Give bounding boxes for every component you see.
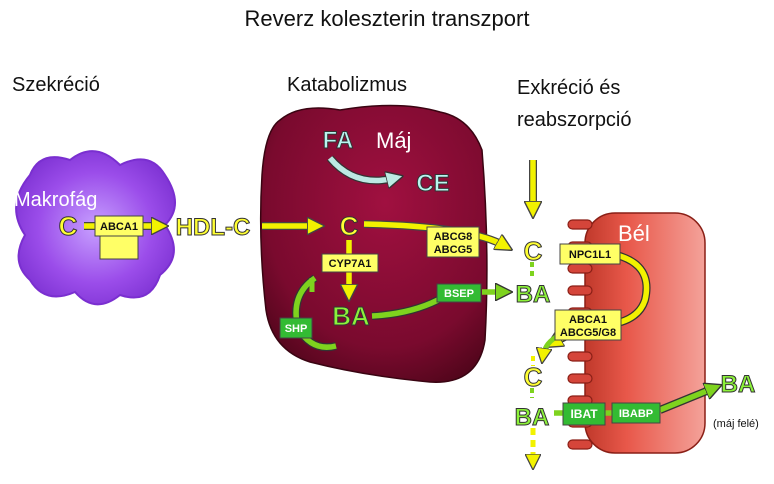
section-excretion-line1: Exkréció és	[517, 77, 621, 99]
abcg8-label: ABCG8	[434, 231, 473, 243]
ibat-box	[562, 402, 606, 426]
npc1l1-box	[559, 243, 621, 265]
liver-label: Máj	[376, 128, 411, 153]
abca1-label: ABCA1	[100, 221, 138, 233]
cyp7a1-label: CYP7A1	[329, 258, 372, 270]
shp-box	[279, 317, 313, 339]
abca1-abcg5g8-box	[554, 309, 622, 341]
diagram-title: Reverz koleszterin transzport	[244, 6, 530, 31]
fa-label: FA	[323, 127, 354, 154]
abcg5g8-label: ABCG5/G8	[560, 327, 616, 339]
bsep-box	[436, 283, 482, 303]
liver-organ	[259, 104, 488, 383]
section-catabolism: Katabolizmus	[287, 74, 408, 96]
liver-ba: BA	[332, 301, 370, 331]
ibat-label: IBAT	[570, 407, 598, 421]
section-secretion: Szekréció	[12, 74, 100, 96]
shp-label: SHP	[285, 323, 308, 335]
ibabp-box	[611, 402, 661, 424]
abca1-box-bottom	[99, 232, 139, 260]
abcg8-abcg5-box	[426, 226, 480, 258]
ibabp-label: IBABP	[619, 408, 653, 420]
liver-c: C	[340, 211, 359, 241]
gut-ba-top: BA	[516, 281, 551, 308]
intestine-label: Bél	[618, 221, 650, 246]
macrophage-label: Makrofág	[14, 189, 97, 211]
macrophage-c: C	[59, 211, 78, 241]
npc1l1-label: NPC1L1	[569, 249, 611, 261]
cyp7a1-box	[321, 253, 379, 273]
hdl-c-label: HDL-C	[176, 214, 251, 241]
abcg5-label: ABCG5	[434, 244, 473, 256]
bsep-label: BSEP	[444, 288, 474, 300]
gut-ba-bottom: BA	[515, 404, 550, 431]
gut-c-mid: C	[524, 362, 543, 392]
abca1-intestine-label: ABCA1	[569, 314, 607, 326]
ce-label: CE	[416, 170, 449, 197]
liver-bound-ba: BA	[721, 371, 756, 398]
abca1-box	[94, 215, 144, 237]
gut-c-top: C	[524, 236, 543, 266]
section-excretion-line2: reabszorpció	[517, 109, 632, 131]
to-liver-note: (máj felé)	[713, 418, 759, 430]
